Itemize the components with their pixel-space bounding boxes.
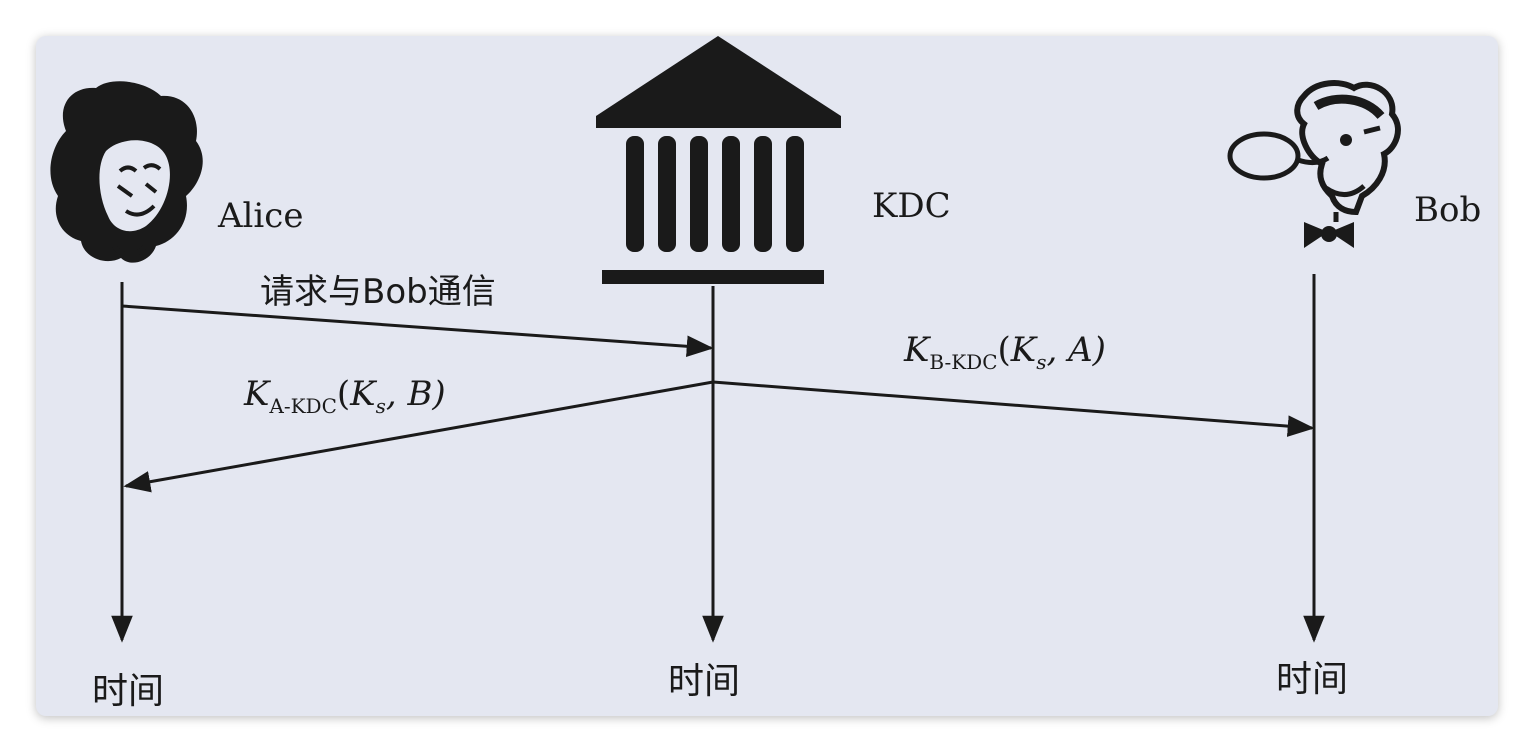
alice-name: Alice	[218, 196, 304, 236]
diagram-frame: Alice KDC Bob 请求与Bob通信 KA-KDC(Ks, B) KB-…	[36, 36, 1498, 716]
key-to-alice-arrow	[123, 380, 714, 493]
alice-portrait-icon	[50, 81, 203, 263]
key-to-bob-arrow	[712, 380, 1315, 437]
bob-time-label: 时间	[1276, 659, 1349, 700]
kdc-time-label: 时间	[668, 661, 741, 702]
alice-time-label: 时间	[92, 671, 165, 712]
request-message-label: 请求与Bob通信	[260, 272, 496, 312]
bob-name: Bob	[1414, 190, 1482, 230]
sequence-diagram	[50, 36, 1401, 643]
bank-building-icon	[596, 36, 841, 284]
request-arrow	[121, 304, 714, 358]
key-to-alice-label: KA-KDC(Ks, B)	[244, 374, 446, 418]
kdc-name: KDC	[872, 186, 951, 226]
key-to-bob-label: KB-KDC(Ks, A)	[904, 330, 1106, 374]
bob-portrait-icon	[1227, 80, 1401, 248]
